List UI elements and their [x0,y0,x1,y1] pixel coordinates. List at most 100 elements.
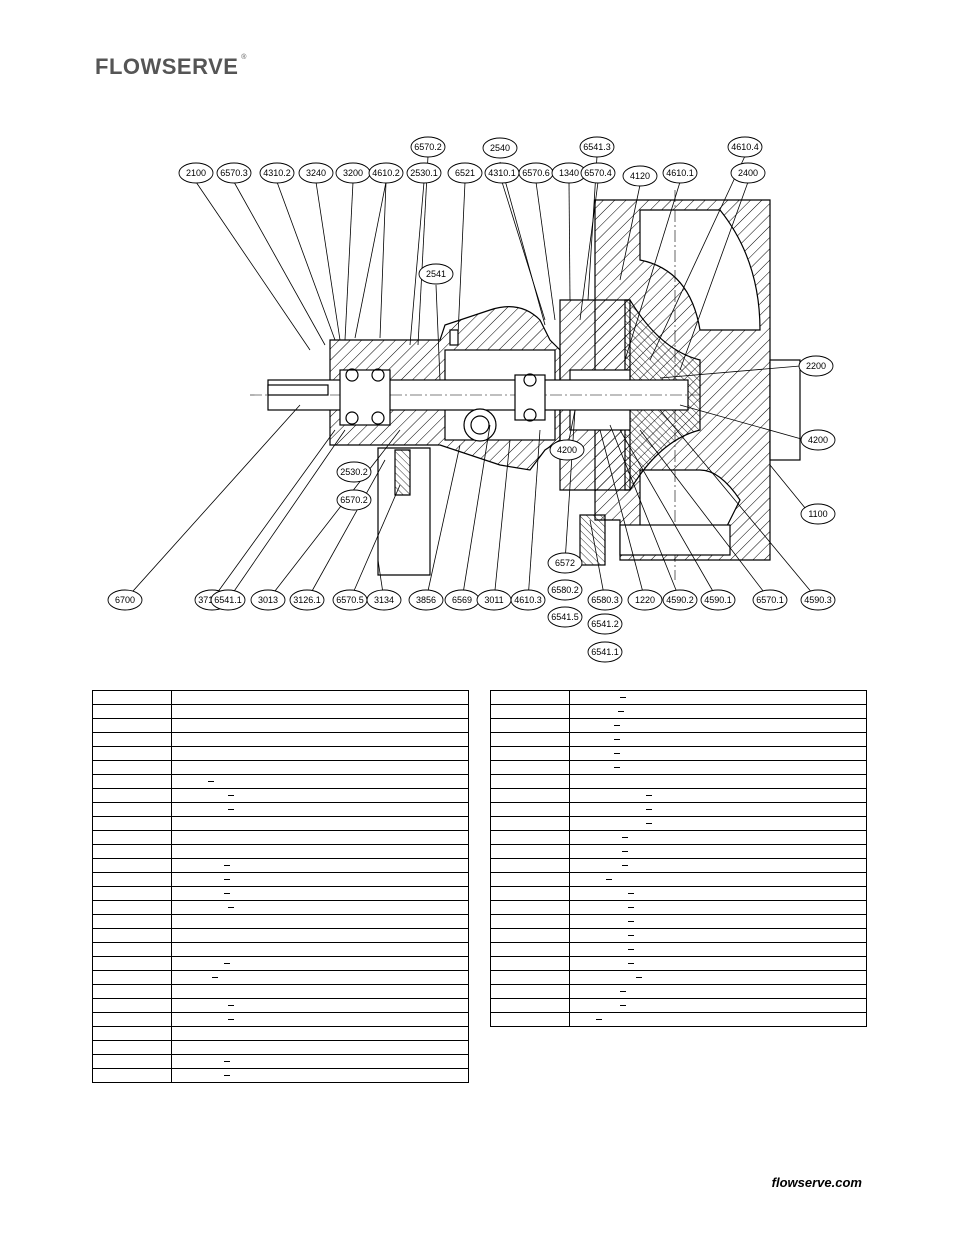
part-number-cell [490,970,570,985]
part-number-cell [490,858,570,873]
dash-mark [224,963,230,964]
callout-28: 6541.1 [210,589,246,611]
description-cell [171,886,469,901]
description-cell [569,886,867,901]
oil-sight [463,408,497,442]
outboard-bearing [339,368,391,426]
table-row [490,956,867,971]
table-row [490,732,867,747]
parts-table-left [92,690,469,1083]
description-cell [569,844,867,859]
callout-15: 4120 [622,165,658,187]
callout-4: 3200 [335,162,371,184]
description-cell [171,774,469,789]
callout-21: 4200 [800,429,836,451]
table-row [490,690,867,705]
dash-mark [228,795,234,796]
callout-number: 4590.2 [666,595,694,605]
housing-top-bolt [449,329,459,346]
table-row [490,886,867,901]
dash-mark [596,1019,602,1020]
part-number-cell [92,844,172,859]
table-row [490,788,867,803]
callout-5: 4610.2 [368,162,404,184]
table-row [92,760,469,775]
table-row [490,872,867,887]
drain-plug [579,514,606,566]
table-row [490,942,867,957]
callout-ellipse [418,263,454,285]
table-row [92,830,469,845]
dash-mark [606,879,612,880]
part-number-cell [92,914,172,929]
callout-ellipse [580,162,616,184]
callout-ellipse [250,589,286,611]
part-number-cell [92,998,172,1013]
dash-mark [628,935,634,936]
callout-number: 2540 [490,143,510,153]
table-row [92,704,469,719]
part-number-cell [92,816,172,831]
dash-mark [628,949,634,950]
part-number-cell [92,690,172,705]
bearing-foot [377,447,431,576]
part-number-cell [92,872,172,887]
table-row [92,1054,469,1069]
callout-3: 3240 [298,162,334,184]
description-cell [569,704,867,719]
callout-38: 6580.2 [547,579,583,601]
table-row [490,998,867,1013]
table-row [92,1068,469,1083]
callout-43: 1220 [627,589,663,611]
callout-number: 6569 [452,595,472,605]
table-row [490,816,867,831]
part-number-cell [92,774,172,789]
callout-ellipse [510,589,546,611]
description-cell [569,760,867,775]
table-row [490,774,867,789]
callout-ellipse [587,613,623,635]
dash-mark [646,823,652,824]
callout-number: 6570.4 [584,168,612,178]
description-cell [569,984,867,999]
callout-7: 6570.2 [410,136,446,158]
callout-ellipse [622,165,658,187]
callout-ellipse [800,429,836,451]
description-cell [569,774,867,789]
part-number-cell [490,956,570,971]
callout-number: 1340 [559,168,579,178]
part-number-cell [490,914,570,929]
callout-number: 2100 [186,168,206,178]
callout-ellipse [727,136,763,158]
part-number-cell [92,900,172,915]
shaft-keyway [267,384,329,396]
description-cell [569,872,867,887]
callout-2: 4310.2 [259,162,295,184]
callout-ellipse [549,439,585,461]
callout-ellipse [547,579,583,601]
callout-number: 6572 [555,558,575,568]
callout-number: 3856 [416,595,436,605]
part-number-cell [92,942,172,957]
table-row [92,774,469,789]
callout-number: 2530.2 [340,467,368,477]
table-row [490,704,867,719]
callout-46: 6570.1 [752,589,788,611]
table-row [92,732,469,747]
callout-47: 4590.3 [800,589,836,611]
description-cell [171,802,469,817]
table-row [92,844,469,859]
table-row [92,746,469,761]
callout-number: 4590.1 [704,595,732,605]
callout-ellipse [730,162,766,184]
part-number-cell [490,704,570,719]
table-row [92,998,469,1013]
dash-mark [614,767,620,768]
table-row [92,914,469,929]
description-cell [569,746,867,761]
callout-ellipse [587,589,623,611]
inboard-bearing [514,373,546,422]
description-cell [171,956,469,971]
description-cell [171,984,469,999]
